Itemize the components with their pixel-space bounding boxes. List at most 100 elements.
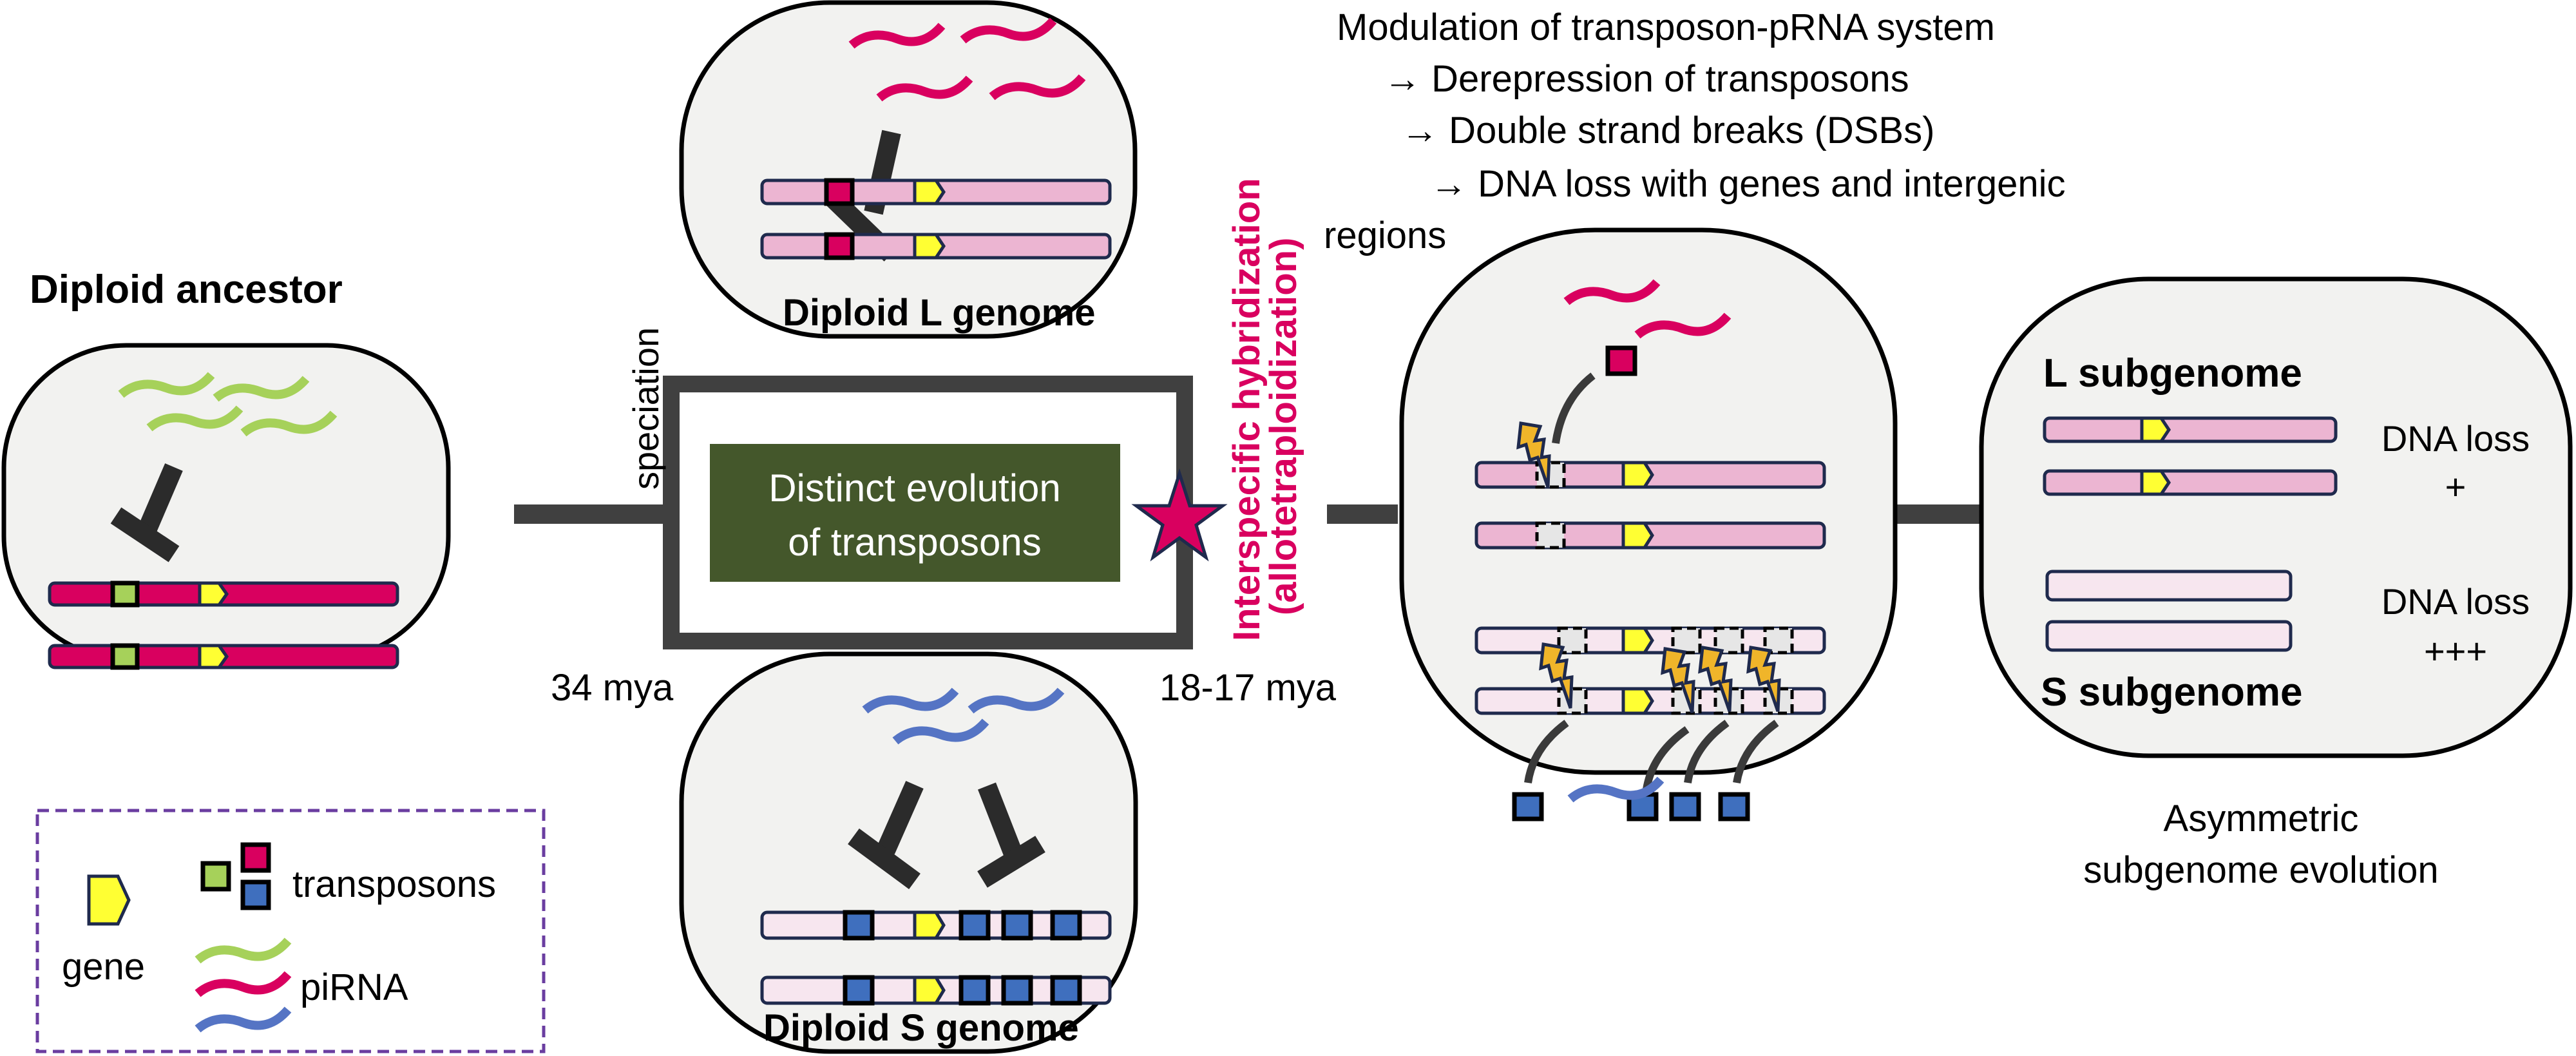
excised-transposon-site [1671, 687, 1702, 715]
transposon-blue-icon [843, 975, 875, 1006]
ancestor-title: Diploid ancestor [30, 267, 343, 312]
ancestor-chromosome-1 [48, 581, 399, 608]
transposon-blue-icon [843, 910, 875, 941]
excised-transposon-site [1535, 521, 1566, 550]
L-dna-loss-level: + [2445, 466, 2466, 507]
legend-border [35, 809, 546, 1053]
distinct-evolution-box [710, 444, 1120, 582]
L-subgenome-label: L subgenome [2043, 351, 2302, 396]
gene-icon [1621, 626, 1654, 655]
gene-icon [2140, 469, 2171, 496]
hybrid-L-chromosome-2 [1474, 521, 1826, 550]
distinct-evolution-line2: of transposons [788, 521, 1042, 564]
subgenome-L-chromosome-2 [2043, 469, 2338, 496]
legend: gene transposons piRNA [35, 809, 546, 1053]
speciation-label: speciation [625, 327, 666, 490]
mechanism-text: Modulation of transposon-pRNA system → D… [1324, 6, 2066, 256]
subgenome-S-chromosome-2 [2045, 620, 2293, 652]
lightning-bolt-icon [1516, 421, 1551, 488]
mechanism-line-1: Modulation of transposon-pRNA system [1337, 6, 1995, 48]
transposon-blue-icon [959, 910, 991, 941]
gene-icon [913, 233, 946, 260]
transposon-magenta-icon [824, 232, 855, 260]
S-dna-loss-label: DNA loss [2381, 581, 2530, 622]
time-label-18mya: 18-17 mya [1159, 667, 1337, 709]
transposon-blue-icon [1050, 910, 1082, 941]
gene-icon [198, 644, 229, 669]
legend-transposon-magenta-icon [240, 842, 271, 873]
excised-transposon-site [1713, 626, 1744, 655]
transposon-blue-icon [1050, 975, 1082, 1006]
inhibition-icon [848, 780, 924, 890]
mechanism-line-3: → Double strand breaks (DSBs) [1401, 110, 1934, 151]
lightning-bolt-icon [1746, 646, 1781, 712]
transposon-blue-icon [1001, 975, 1033, 1006]
mechanism-line-2: → Derepression of transposons [1384, 58, 1909, 100]
transposon-magenta-icon [1605, 345, 1637, 376]
distinct-evolution-line1: Distinct evolution [768, 466, 1061, 510]
legend-gene-icon [87, 874, 131, 926]
gene-icon [1621, 687, 1654, 715]
transposition-arc [1733, 720, 1779, 784]
caption-line-1: Asymmetric [2164, 798, 2359, 840]
caption-line-2: subgenome evolution [2083, 849, 2438, 891]
S-dna-loss-level: +++ [2424, 631, 2487, 671]
S-genome-label: Diploid S genome [763, 1007, 1079, 1049]
gene-icon [2140, 416, 2171, 443]
S-subgenome-label: S subgenome [2041, 670, 2303, 715]
hybridization-label: Interspecific hybridization [1226, 178, 1268, 641]
hybrid-L-chromosome-1 [1474, 461, 1826, 489]
legend-transposon-green-icon [200, 861, 231, 892]
gene-icon [913, 178, 946, 206]
lightning-bolt-icon [1698, 646, 1733, 712]
S-genome-panel [679, 651, 1138, 1054]
transposon-blue-icon [1627, 792, 1659, 821]
lightning-bolt-icon [1661, 647, 1695, 713]
hybrid-S-chromosome-2 [1474, 687, 1826, 715]
release-arcs [1524, 720, 1779, 791]
transposon-blue-icon [1669, 792, 1701, 821]
ancestor-chromosome-2 [48, 643, 399, 670]
allotetraploidization-label: (allotetraploidization) [1263, 238, 1304, 615]
L-chromosome-1 [760, 178, 1112, 206]
hybrid-S-chromosome-1 [1474, 626, 1826, 655]
transposon-blue-icon [959, 975, 991, 1006]
timeline-rail-left [514, 504, 675, 524]
transposon-blue-icon [1718, 792, 1750, 821]
gene-icon [913, 975, 946, 1005]
legend-pirna-label: piRNA [300, 966, 408, 1008]
S-chromosome-2 [760, 975, 1112, 1006]
subgenome-S-chromosome-1 [2045, 570, 2293, 602]
released-transposons [1512, 792, 1750, 821]
subgenome-L-chromosome-1 [2043, 416, 2338, 443]
transposon-blue-icon [1001, 910, 1033, 941]
L-dna-loss-label: DNA loss [2381, 418, 2530, 459]
L-genome-label: Diploid L genome [783, 292, 1096, 334]
transposon-green-icon [110, 643, 140, 670]
excised-transposon-site [1763, 626, 1794, 655]
transposon-green-icon [110, 581, 140, 608]
inhibition-icon [977, 782, 1045, 888]
lightning-bolt-icon [1539, 642, 1574, 709]
transposition-arc [1684, 720, 1730, 783]
gene-icon [1621, 521, 1654, 550]
gene-icon [198, 581, 229, 607]
mechanism-line-4: → DNA loss with genes and intergenic [1430, 163, 2066, 205]
excised-transposon-site [1671, 626, 1702, 655]
gene-icon [913, 910, 946, 940]
legend-transposon-blue-icon [240, 879, 271, 910]
transposon-magenta-icon [824, 178, 855, 206]
transposition-arc [1552, 372, 1596, 444]
mechanism-line-5: regions [1324, 215, 1446, 256]
legend-transposons-label: transposons [292, 863, 496, 905]
S-chromosome-1 [760, 910, 1112, 941]
dsb-bolts [1516, 421, 1781, 713]
L-genome-panel [679, 0, 1138, 339]
hybridization-star-icon [1131, 468, 1228, 562]
gene-icon [1621, 461, 1654, 489]
inhibition-icon [110, 463, 183, 562]
transposition-arc [1643, 726, 1690, 791]
transposon-blue-icon [1512, 792, 1544, 821]
legend-gene-label: gene [62, 946, 145, 988]
timeline-rail-mid [1327, 504, 1398, 524]
